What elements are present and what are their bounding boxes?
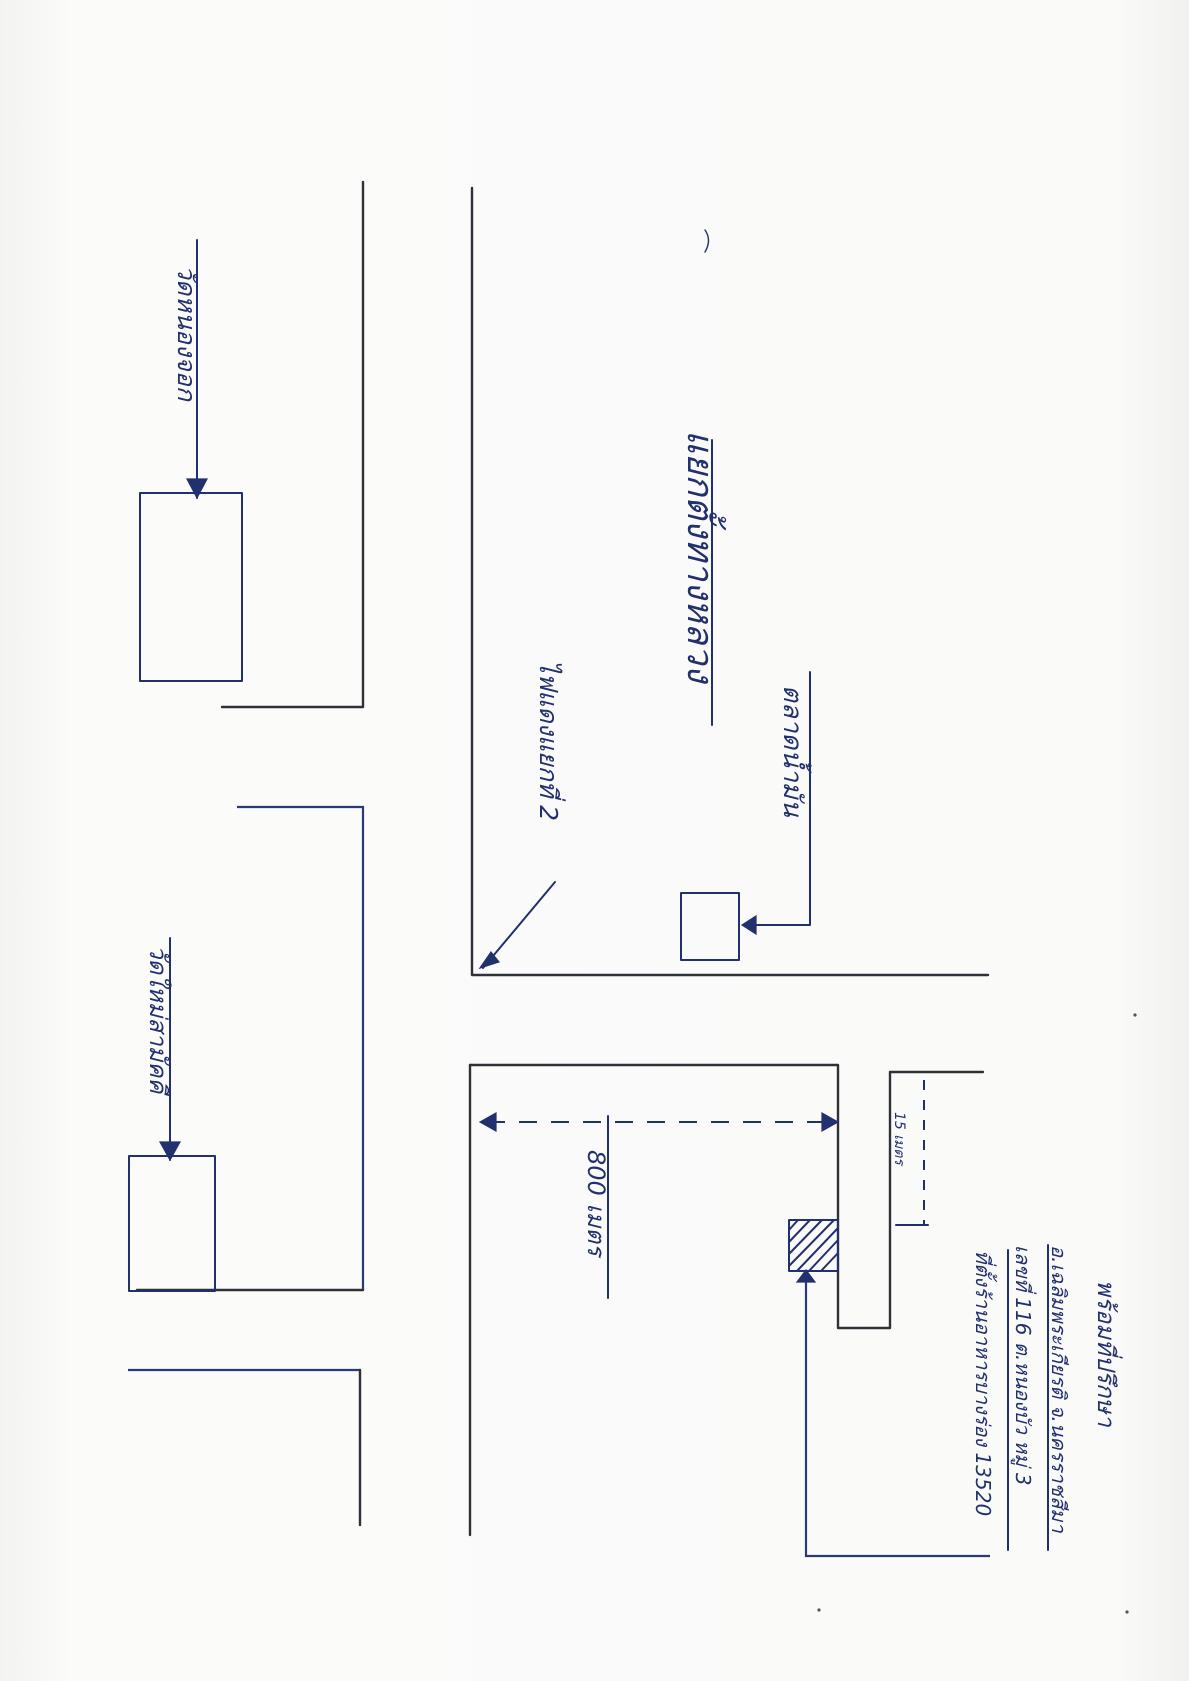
pen-dot-1	[1133, 1013, 1137, 1017]
shop-hatch-7	[820, 1252, 839, 1272]
shop-hatch-6	[808, 1239, 839, 1272]
temple-south-building	[128, 1155, 216, 1292]
temple-south-arrow-icon	[158, 1141, 182, 1162]
address-line-3: อ.เฉลิมพระเกียรติ จ.นครราชสีมา	[1047, 1245, 1071, 1533]
address-line-4: พร้อมที่ปรึกษา	[1092, 1280, 1123, 1428]
shop-location	[788, 1219, 839, 1283]
market-building	[680, 892, 740, 961]
market-pointer	[747, 671, 811, 926]
temple-south: วัดใหม่สามัคคี	[128, 937, 216, 1292]
zone-label: แยกตั้งทางหลวง	[679, 430, 727, 685]
road-edge-top-mid	[237, 805, 365, 1290]
shop-hatch-2	[788, 1219, 811, 1243]
shop-hatch-3	[788, 1219, 823, 1255]
shop-arrow-icon	[795, 1269, 817, 1283]
market-arrow-icon	[740, 914, 757, 936]
shop-hatch-5	[796, 1227, 839, 1272]
zone: แยกตั้งทางหลวง	[679, 430, 727, 726]
road-network	[128, 180, 990, 1558]
distance-long: 800 เมตร	[478, 1111, 840, 1299]
intersection-label: ไฟแดงแยกที่ 2	[534, 660, 566, 821]
address-block: ที่ตั้งร้านอาหารบางร่อง 13520 เลขที่ 116…	[971, 1244, 1123, 1551]
intersection-pointer	[482, 881, 556, 969]
distance-short-label: 15 เมตร	[891, 1112, 907, 1166]
road-edge-main	[470, 186, 990, 977]
pen-dot-2	[817, 1608, 821, 1612]
temple-north-label: วัดหนองจอก	[172, 265, 201, 403]
temple-north: วัดหนองจอก	[139, 239, 243, 682]
distance-long-arrow-right-icon	[821, 1111, 840, 1133]
temple-north-arrow-icon	[186, 478, 208, 500]
pen-marks	[704, 229, 1137, 1614]
shop-building	[788, 1219, 839, 1272]
temple-south-label: วัดใหม่สามัคคี	[144, 945, 172, 1096]
market: ตลาดน้ำมัน	[680, 671, 812, 961]
market-label: ตลาดน้ำมัน	[777, 685, 812, 818]
pen-dot-3	[1125, 1610, 1129, 1614]
road-edge-lower-block	[468, 1063, 985, 1330]
pen-mark-top	[704, 229, 710, 253]
address-line-1: ที่ตั้งร้านอาหารบางร่อง 13520	[971, 1250, 998, 1516]
temple-north-building	[139, 492, 243, 682]
shop-hatch-1	[788, 1219, 799, 1231]
distance-short: 15 เมตร	[891, 1080, 929, 1226]
road-edge-shop-side	[804, 1270, 990, 1558]
shop-hatch-4	[788, 1219, 835, 1267]
distance-long-arrow-left-icon	[478, 1111, 497, 1133]
road-edge-top-left	[220, 180, 365, 709]
intersection: ไฟแดงแยกที่ 2	[478, 660, 566, 970]
distance-long-label: 800 เมตร	[582, 1150, 610, 1259]
address-line-2: เลขที่ 116 ต.หนองบัว หมู่ 3	[1010, 1245, 1037, 1486]
intersection-arrow-icon	[478, 950, 501, 970]
